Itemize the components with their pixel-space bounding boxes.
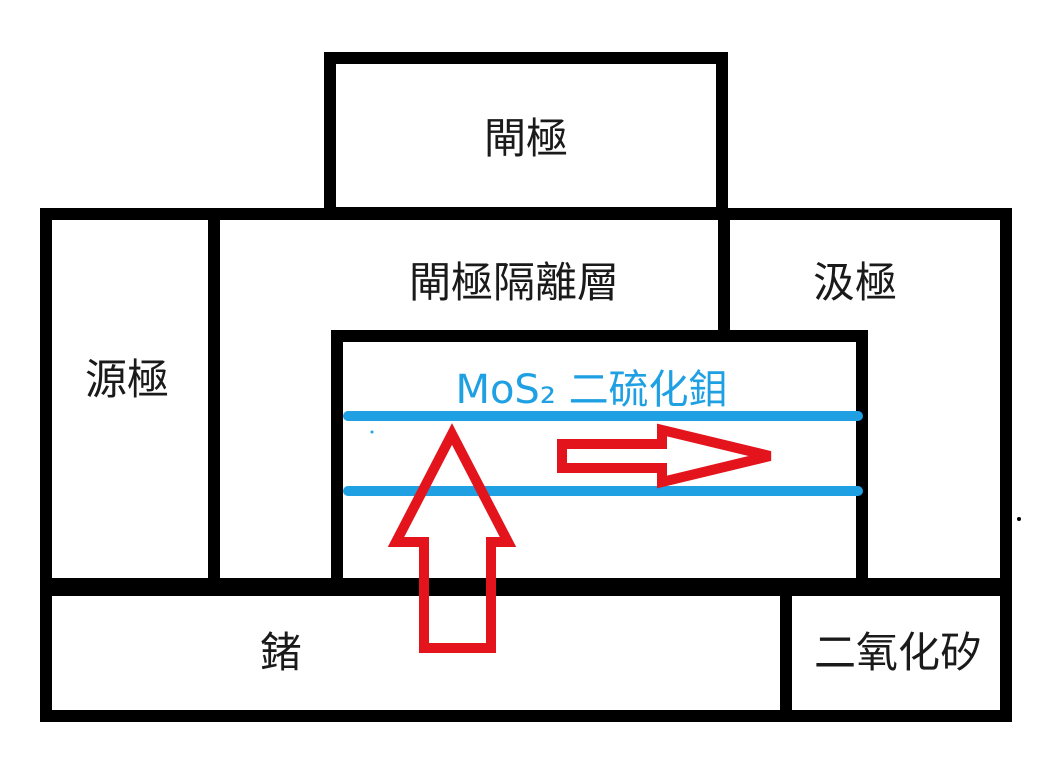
drain-label: 汲極 [813, 258, 897, 307]
gate-dielectric-label: 閘極隔離層 [409, 258, 619, 307]
drain-block: 汲極 [718, 220, 897, 584]
germanium-block: 鍺 [40, 584, 792, 722]
gate-block: 閘極 [324, 52, 728, 219]
upward-arrow-icon [387, 423, 517, 653]
gate-label: 閘極 [484, 114, 568, 163]
rightward-arrow-icon [557, 423, 772, 489]
source-label: 源極 [85, 355, 169, 404]
mos2-channel-block: MoS₂ 二硫化鉬 [331, 330, 866, 584]
mos2-label: MoS₂ 二硫化鉬 [455, 367, 728, 413]
stray-dot-black [1017, 517, 1021, 521]
silicon-dioxide-label: 二氧化矽 [814, 628, 982, 677]
silicon-dioxide-block: 二氧化矽 [780, 584, 1012, 722]
source-block: 源極 [85, 220, 220, 584]
germanium-label: 鍺 [260, 628, 302, 677]
stray-dot-blue [370, 430, 374, 434]
